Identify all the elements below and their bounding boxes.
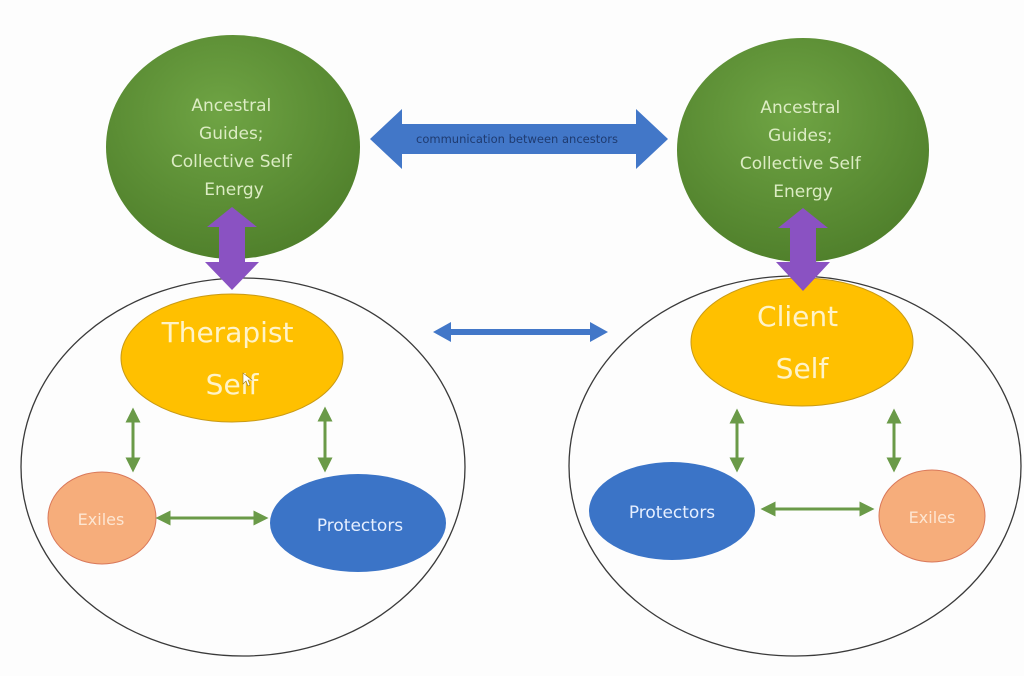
ancestral-line-2: Guides; xyxy=(199,124,264,144)
therapist-self-ellipse xyxy=(120,293,344,423)
client-exiles-label: Exiles xyxy=(909,508,956,527)
therapist-exiles-label: Exiles xyxy=(78,510,125,529)
ancestral-line-3: Collective Self xyxy=(740,154,862,174)
therapist-protectors-label: Protectors xyxy=(317,516,403,536)
ancestors-communication-label: communication between ancestors xyxy=(416,132,618,146)
ancestral-line-4: Energy xyxy=(204,180,264,200)
ancestral-line-4: Energy xyxy=(773,182,833,202)
client-protectors-label: Protectors xyxy=(629,503,715,523)
ancestral-line-1: Ancestral xyxy=(760,98,840,118)
therapist-protectors-ellipse xyxy=(270,474,446,572)
therapist-self-label: Therapist Self xyxy=(161,316,303,401)
client-self-ellipse xyxy=(690,277,914,407)
client-ancestral-guides-label: Ancestral Guides; Collective Self Energy xyxy=(740,98,866,202)
self-line-2: Self xyxy=(206,368,260,401)
ancestral-line-2: Guides; xyxy=(768,126,833,146)
self-line-2: Self xyxy=(776,352,830,385)
client-self-label: Client Self xyxy=(757,300,847,385)
therapist-ancestral-guides-label: Ancestral Guides; Collective Self Energy xyxy=(171,96,297,200)
mouse-cursor-icon xyxy=(242,372,253,387)
self-line-1: Therapist xyxy=(161,316,294,349)
client-exiles-circle xyxy=(878,469,986,563)
self-to-self-arrow-icon xyxy=(433,322,608,342)
ancestral-line-3: Collective Self xyxy=(171,152,293,172)
client-ancestral-link-arrow-icon xyxy=(776,208,830,291)
therapist-system: Ancestral Guides; Collective Self Energy… xyxy=(20,35,466,657)
ancestors-communication-arrow-icon xyxy=(370,109,668,169)
therapist-ancestral-guides-circle xyxy=(106,35,360,259)
client-protectors-ellipse xyxy=(589,462,755,560)
therapist-ancestral-link-arrow-icon xyxy=(205,207,259,290)
client-ancestral-guides-circle xyxy=(677,38,929,262)
self-line-1: Client xyxy=(757,300,838,333)
client-system: Ancestral Guides; Collective Self Energy… xyxy=(568,38,1022,657)
ancestral-line-1: Ancestral xyxy=(191,96,271,116)
